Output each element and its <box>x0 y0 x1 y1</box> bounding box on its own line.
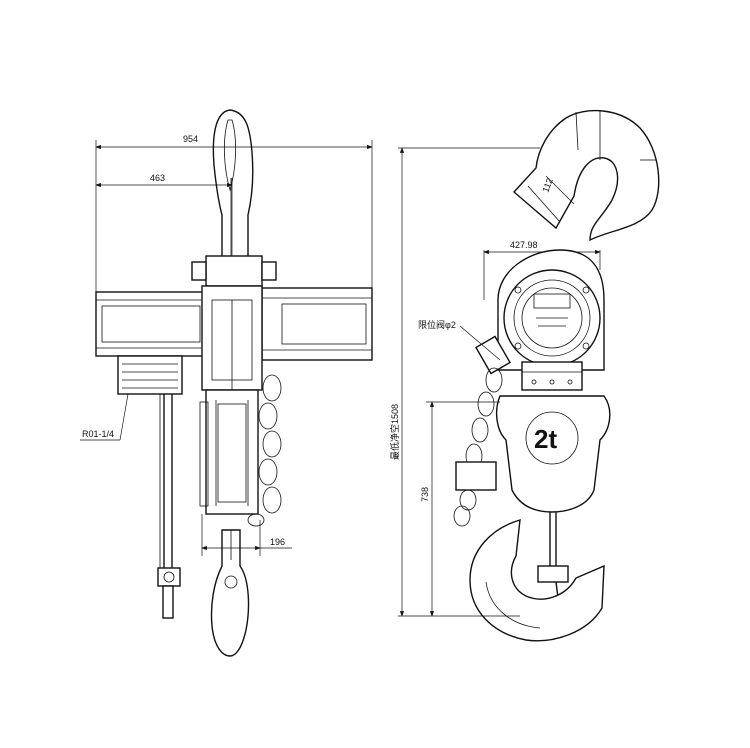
bottom-hook-side <box>469 519 605 642</box>
pendant-valve <box>157 567 181 587</box>
dim-chain-offset: 196 <box>270 537 285 547</box>
dim-total-height: 最低净空1508 <box>389 404 400 460</box>
front-view: 954 463 196 R01-1/4 <box>80 109 373 657</box>
top-block <box>205 255 263 287</box>
thread-label: R01-1/4 <box>82 429 114 439</box>
load-chain <box>247 374 282 527</box>
lower-body-side <box>495 395 611 513</box>
top-hook-side <box>512 109 660 242</box>
side-chain <box>453 367 503 527</box>
dim-overall-width: 954 <box>183 134 198 144</box>
dim-half-width: 463 <box>150 173 165 183</box>
motor-housing-left <box>95 291 207 357</box>
dim-lower-height: 738 <box>420 487 430 502</box>
side-view: 112 427.98 限位阀φ2 <box>389 109 660 642</box>
motor-disc <box>497 249 605 371</box>
top-hook <box>212 109 254 259</box>
lower-body <box>205 389 259 515</box>
limit-valve-label: 限位阀φ2 <box>418 319 456 330</box>
gear-box <box>521 361 583 391</box>
capacity-marking: 2t <box>534 424 557 454</box>
dim-body-width: 427.98 <box>510 240 538 250</box>
bottom-hook <box>210 529 250 657</box>
motor-housing-right <box>261 287 373 361</box>
dim-hook-opening: 112 <box>540 177 554 194</box>
